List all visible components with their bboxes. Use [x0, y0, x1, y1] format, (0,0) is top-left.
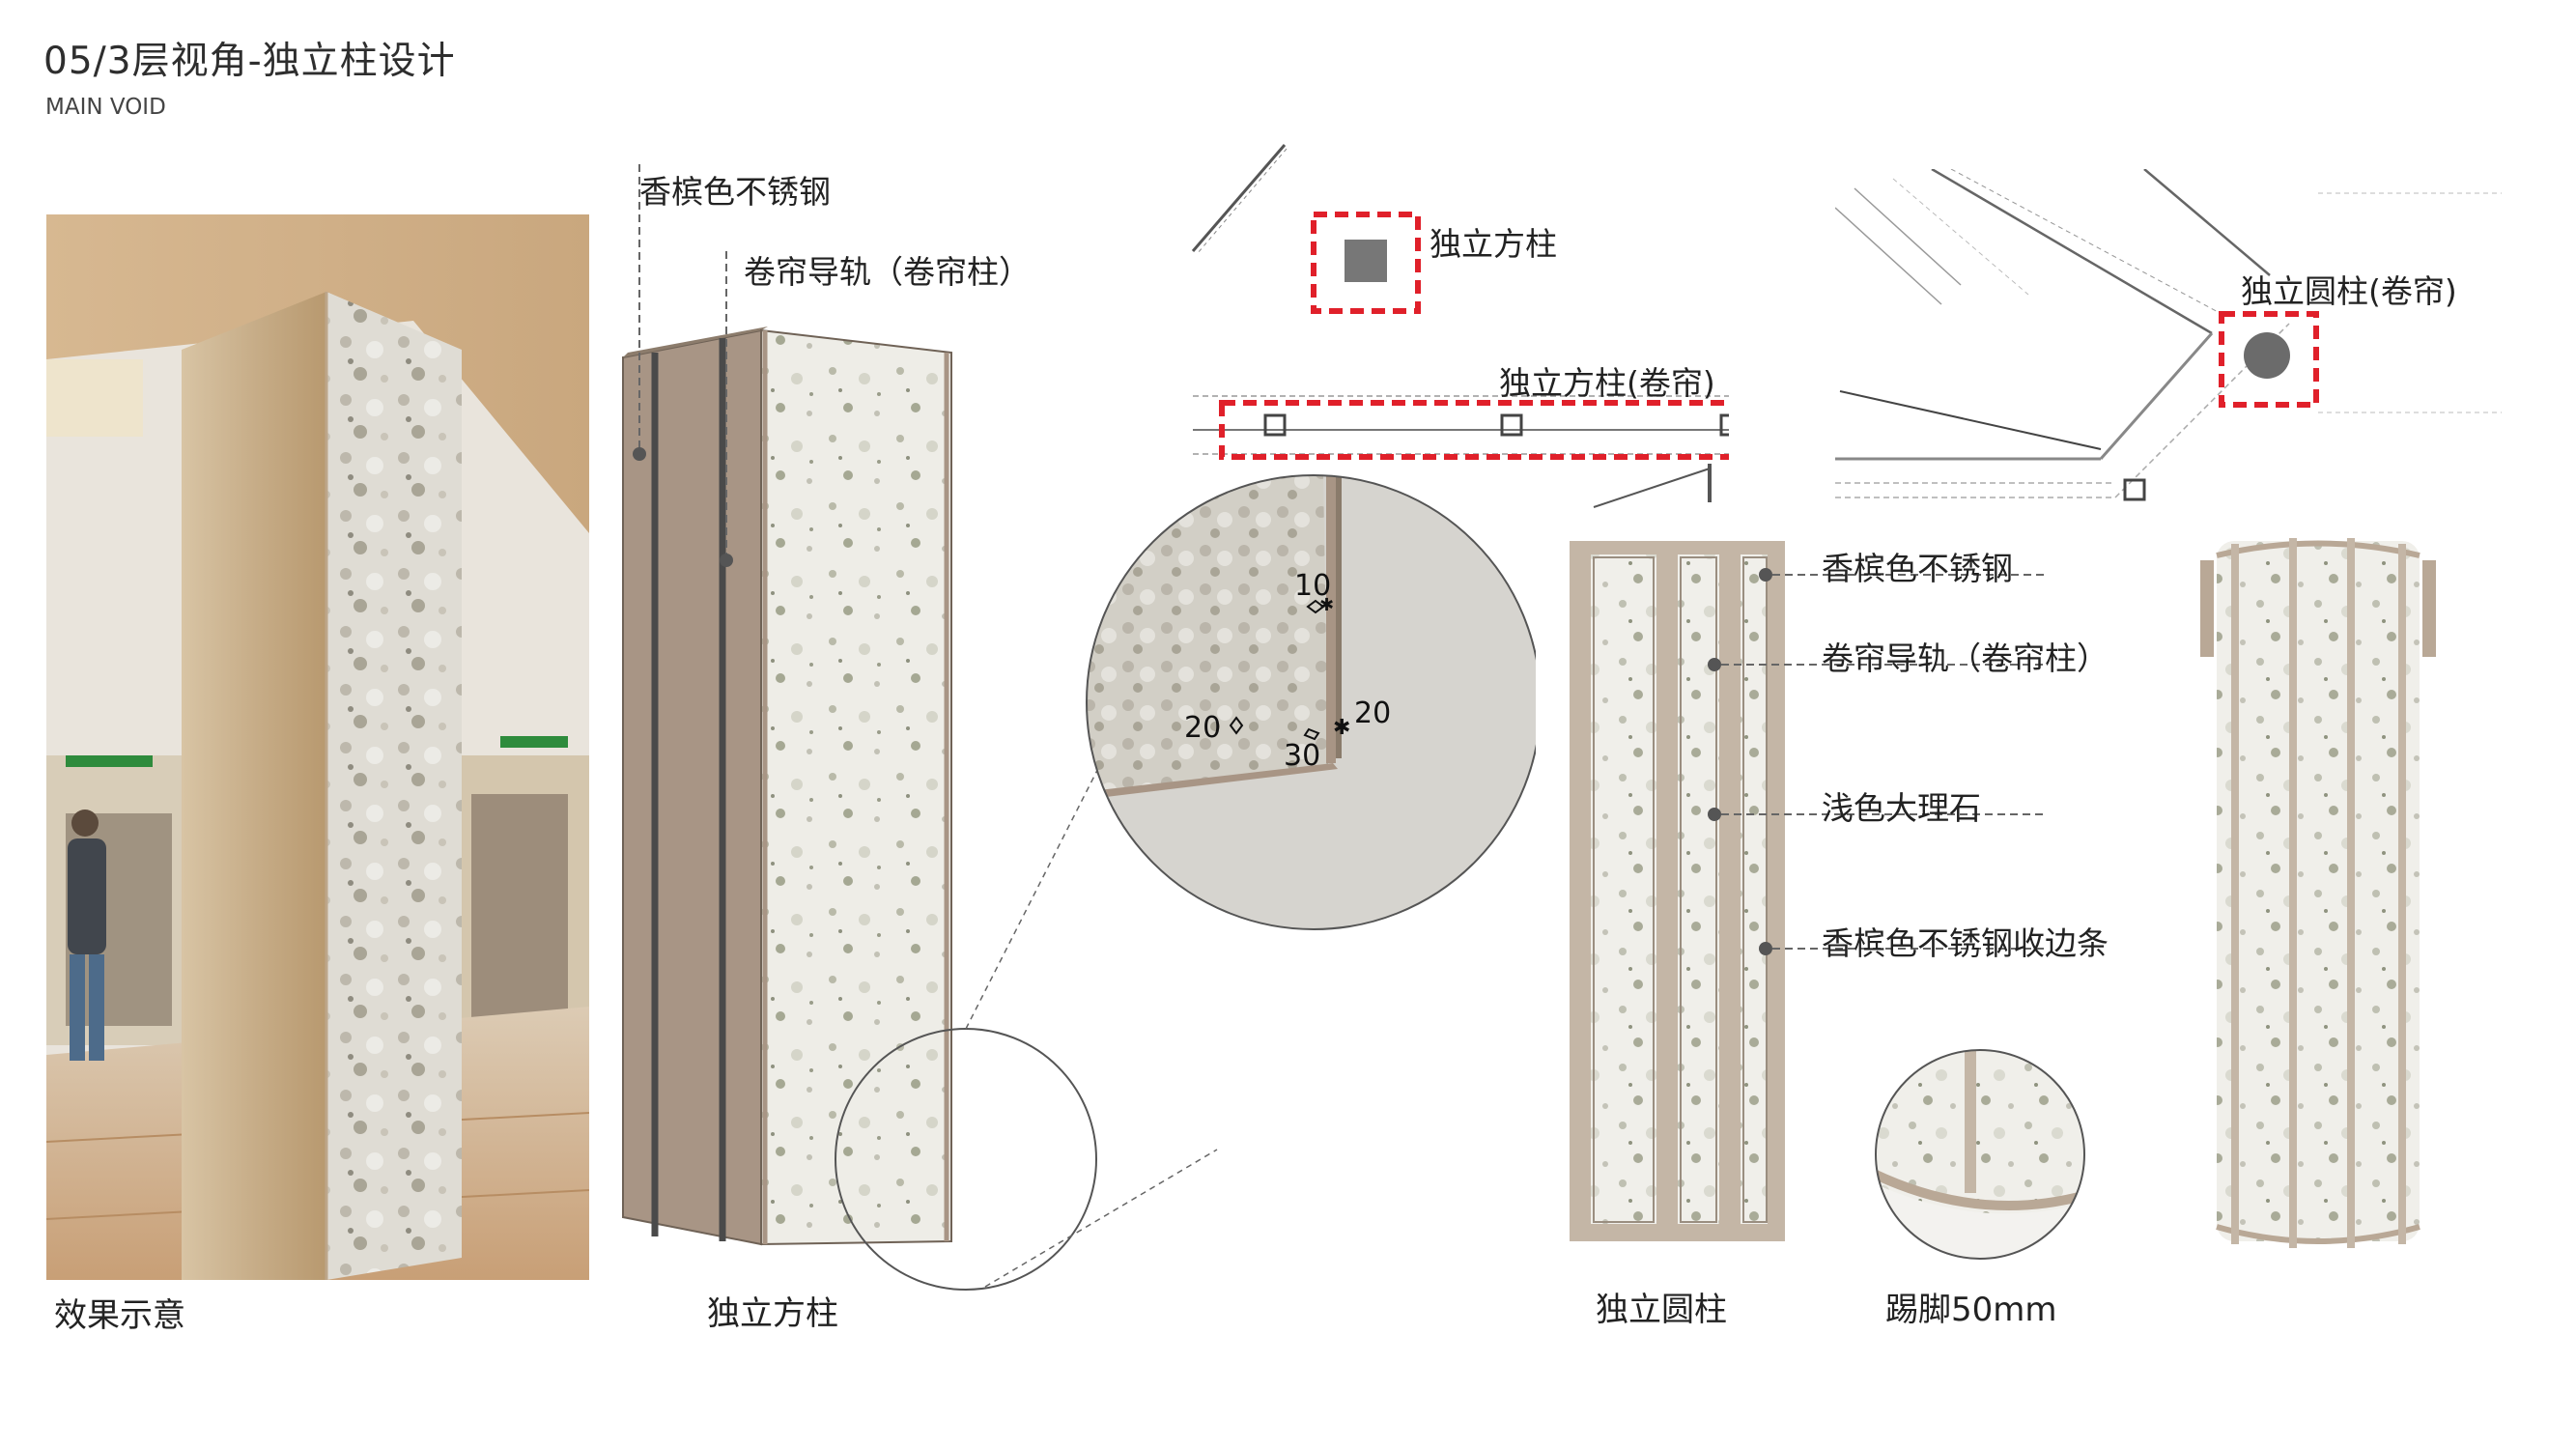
dim-20-left: 20: [1184, 711, 1221, 745]
dim-30: 30: [1284, 739, 1320, 773]
skirting-caption: 踢脚50mm: [1885, 1291, 2057, 1329]
round-highlight: [2219, 311, 2319, 408]
dim-10: 10: [1294, 569, 1331, 603]
square-column-symbol: [1345, 240, 1387, 282]
plan-round-shutter-label: 独立圆柱(卷帘): [2241, 272, 2457, 310]
page-subtitle: MAIN VOID: [45, 95, 166, 120]
square-finish-label: 香槟色不锈钢: [639, 173, 831, 211]
page-title: 05/3层视角-独立柱设计: [43, 40, 456, 83]
round-finish-label: 香槟色不锈钢: [1822, 550, 2013, 587]
rendering-image: [46, 214, 589, 1280]
plan-left-drawing: [1191, 144, 1729, 508]
round-column-symbol: [2244, 332, 2290, 379]
round-column-caption: 独立圆柱: [1596, 1291, 1727, 1329]
render-caption: 效果示意: [54, 1296, 185, 1335]
plan-square-label: 独立方柱: [1430, 225, 1557, 263]
square-shutter-highlight: [1219, 400, 1729, 460]
plan-square-shutter-label: 独立方柱(卷帘): [1499, 364, 1715, 402]
square-highlight: [1311, 212, 1421, 314]
svg-text:✱: ✱: [1333, 716, 1350, 740]
plan-right-drawing: [1835, 169, 2502, 501]
round-trim-label: 香槟色不锈钢收边条: [1822, 924, 2109, 962]
dim-20-right: 20: [1354, 696, 1391, 730]
round-rail-label: 卷帘导轨（卷帘柱）: [1822, 639, 2109, 677]
round-column-drawing: [1570, 538, 2436, 1260]
square-column-caption: 独立方柱: [707, 1294, 838, 1333]
square-rail-label: 卷帘导轨（卷帘柱）: [744, 253, 1031, 291]
svg-text:✱: ✱: [1319, 595, 1334, 615]
square-column-drawing: ✱ ✱ 10 20 30 20: [622, 164, 1536, 1291]
round-marble-label: 浅色大理石: [1822, 789, 1981, 827]
